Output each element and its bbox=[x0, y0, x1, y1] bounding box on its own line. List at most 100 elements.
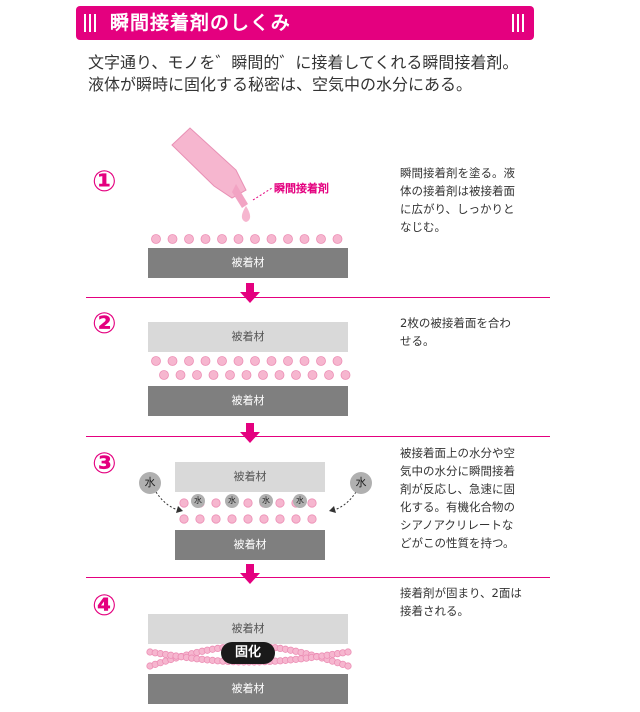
adhesive-droplet bbox=[291, 370, 301, 380]
adhesive-droplet bbox=[179, 498, 189, 508]
adhesive-droplet bbox=[307, 498, 317, 508]
adhesive-droplet bbox=[217, 234, 227, 244]
adhesive-droplet bbox=[179, 514, 189, 524]
adhesive-droplet bbox=[274, 370, 285, 380]
adhesive-droplet bbox=[258, 370, 268, 380]
adhesive-droplet bbox=[151, 356, 161, 366]
adhesive-droplet bbox=[266, 234, 277, 244]
arrow-down-icon bbox=[240, 283, 260, 303]
adhesive-droplet bbox=[324, 370, 334, 380]
adhesive-droplet bbox=[259, 514, 269, 524]
adhesive-droplet bbox=[299, 234, 310, 244]
description-line: せる。 bbox=[400, 334, 435, 348]
adhesive-droplet bbox=[340, 370, 351, 380]
step-number-3: ③ bbox=[92, 446, 117, 480]
water-flow-arrow-icon bbox=[155, 491, 357, 511]
cure-badge: 固化 bbox=[221, 642, 275, 664]
description-line: に広がり、しっかりと bbox=[400, 202, 515, 216]
arrow-down-icon bbox=[240, 423, 260, 443]
label-leader-line bbox=[252, 187, 273, 201]
adhesive-droplet bbox=[167, 356, 178, 366]
water-molecule-icon: 水 bbox=[350, 472, 372, 494]
intro-text: 文字通り、モノを゛瞬間的゛に接着してくれる瞬間接着剤。 液体が瞬時に固化する秘密… bbox=[88, 52, 518, 96]
step-4-description: 接着剤が固まり、2面は 接着される。 bbox=[400, 584, 550, 620]
water-molecule-icon: 水 bbox=[225, 494, 239, 508]
adhesive-droplet bbox=[241, 370, 252, 380]
description-line: 2枚の被接着面を合わ bbox=[400, 316, 511, 330]
adhesive-droplet bbox=[275, 514, 285, 524]
description-line: なじむ。 bbox=[400, 220, 446, 234]
adhesive-droplet bbox=[316, 356, 326, 366]
adhesive-droplet bbox=[243, 514, 253, 524]
description-line: 体の接着剤は被接着面 bbox=[400, 184, 515, 198]
adhesive-droplet bbox=[225, 370, 235, 380]
adhesive-droplet bbox=[332, 234, 343, 244]
adhesive-droplet bbox=[227, 514, 237, 524]
adhesive-droplet bbox=[243, 498, 253, 508]
adhesive-droplet bbox=[250, 356, 260, 366]
intro-line: 液体が瞬時に固化する秘密は、空気中の水分にある。 bbox=[88, 75, 473, 94]
cured-adhesive-bead bbox=[344, 662, 352, 670]
adhesive-droplet bbox=[184, 356, 194, 366]
adhesive-droplet bbox=[159, 370, 169, 380]
substrate-plate-bottom: 被着材 bbox=[148, 386, 348, 416]
separator bbox=[86, 436, 550, 437]
description-line: 気中の水分に瞬間接着 bbox=[400, 464, 515, 478]
intro-line: 文字通り、モノを゛瞬間的゛に接着してくれる瞬間接着剤。 bbox=[88, 53, 519, 72]
adhesive-droplet bbox=[266, 356, 277, 366]
arrowhead-icon bbox=[176, 506, 183, 513]
adhesive-droplet bbox=[332, 356, 343, 366]
adhesive-droplet bbox=[208, 370, 219, 380]
adhesive-droplet bbox=[299, 356, 310, 366]
arrowhead-icon bbox=[329, 506, 336, 513]
adhesive-droplet bbox=[175, 370, 186, 380]
glue-bottle-icon bbox=[171, 127, 248, 208]
description-line: どがこの性質を持つ。 bbox=[400, 536, 515, 550]
glue-drop-icon bbox=[241, 206, 251, 222]
water-molecule-icon: 水 bbox=[139, 472, 161, 494]
adhesive-droplet bbox=[200, 356, 211, 366]
adhesive-droplet bbox=[151, 234, 161, 244]
separator bbox=[86, 297, 550, 298]
description-line: 接着剤が固まり、2面は bbox=[400, 586, 522, 600]
water-molecule-icon: 水 bbox=[293, 494, 307, 508]
substrate-plate-bottom: 被着材 bbox=[148, 674, 348, 704]
adhesive-droplet bbox=[167, 234, 178, 244]
step-number-1: ① bbox=[92, 164, 117, 198]
description-line: 接着される。 bbox=[400, 604, 469, 618]
description-line: 瞬間接着剤を塗る。液 bbox=[400, 166, 515, 180]
adhesive-droplet bbox=[250, 234, 260, 244]
adhesive-droplet bbox=[211, 514, 221, 524]
adhesive-droplet bbox=[200, 234, 211, 244]
adhesive-droplet bbox=[217, 356, 227, 366]
step-3-description: 被接着面上の水分や空 気中の水分に瞬間接着 剤が反応し、急速に固 化する。有機化… bbox=[400, 444, 550, 552]
adhesive-droplet bbox=[192, 370, 202, 380]
separator bbox=[86, 577, 550, 578]
substrate-plate-top: 被着材 bbox=[148, 614, 348, 644]
step-number-4: ④ bbox=[92, 588, 117, 622]
adhesive-droplet bbox=[195, 514, 205, 524]
adhesive-droplet bbox=[307, 370, 318, 380]
adhesive-droplet bbox=[307, 514, 317, 524]
step-number-2: ② bbox=[92, 306, 117, 340]
substrate-plate-top: 被着材 bbox=[148, 322, 348, 352]
adhesive-droplet bbox=[283, 356, 293, 366]
description-line: 化する。有機化合物の bbox=[400, 500, 515, 514]
water-molecule-icon: 水 bbox=[191, 494, 205, 508]
adhesive-droplet bbox=[316, 234, 326, 244]
adhesive-droplet bbox=[275, 498, 285, 508]
adhesive-droplet bbox=[283, 234, 293, 244]
adhesive-droplet bbox=[291, 514, 301, 524]
page-title: 瞬間接着剤のしくみ bbox=[110, 12, 291, 34]
water-molecule-icon: 水 bbox=[259, 494, 273, 508]
substrate-plate-bottom: 被着材 bbox=[175, 530, 325, 560]
adhesive-droplet bbox=[184, 234, 194, 244]
adhesive-droplet bbox=[233, 234, 244, 244]
adhesive-droplet bbox=[233, 356, 244, 366]
description-line: 被接着面上の水分や空 bbox=[400, 446, 515, 460]
arrow-down-icon bbox=[240, 564, 260, 584]
title-stripes-left-icon bbox=[84, 14, 98, 32]
substrate-plate-top: 被着材 bbox=[175, 462, 325, 492]
adhesive-label: 瞬間接着剤 bbox=[274, 182, 329, 195]
